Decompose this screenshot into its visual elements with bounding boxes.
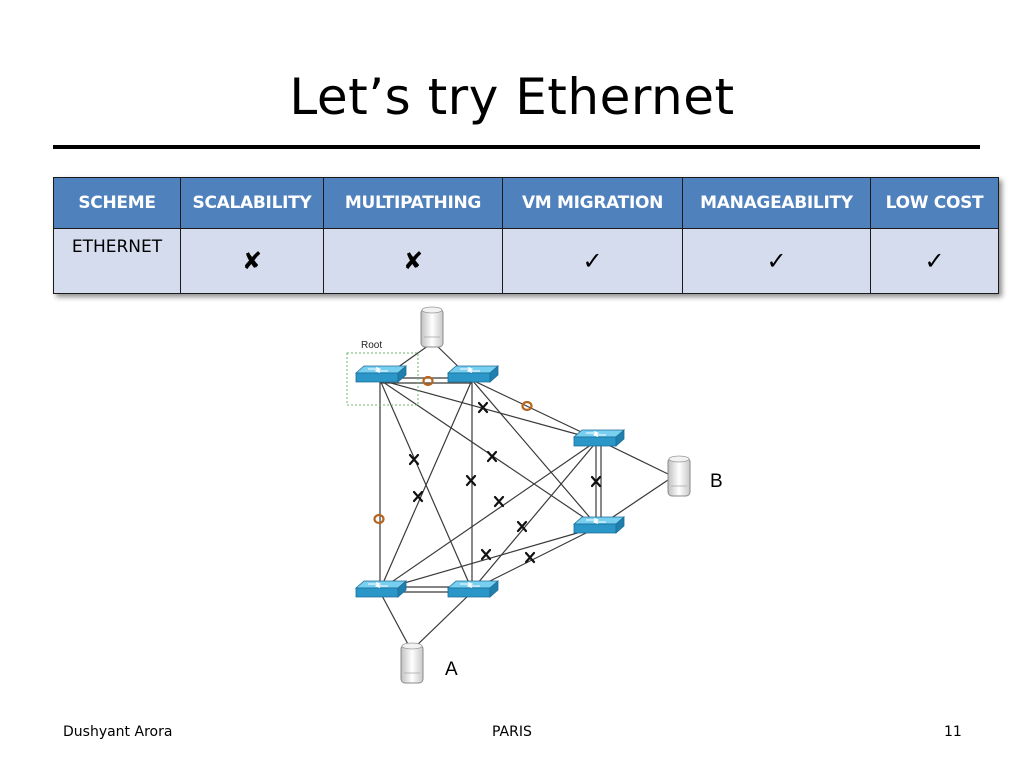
blocked-port-icon	[516, 520, 528, 533]
hosts	[400, 306, 691, 684]
server-icon	[667, 455, 691, 497]
header-low-cost: LOW COST	[870, 177, 999, 229]
switch-icon	[572, 429, 626, 447]
switch-icon	[354, 365, 408, 383]
forwarding-port-icon	[373, 513, 385, 525]
link-s1-s3	[379, 379, 599, 441]
switch-icon	[572, 516, 626, 534]
check-icon: ✓	[582, 246, 603, 275]
switch-icon	[446, 365, 500, 383]
check-icon: ✓	[766, 246, 787, 275]
blocked-port-icon	[477, 401, 489, 414]
link-s3-s6	[471, 439, 599, 591]
server-icon	[420, 306, 444, 348]
comparison-table: SCHEME SCALABILITY MULTIPATHING VM MIGRA…	[53, 177, 999, 294]
title-divider	[53, 145, 980, 149]
blocked-port-icon	[412, 490, 424, 503]
blocked-port-icon	[486, 450, 498, 463]
cell-vm-migration: ✓	[502, 228, 683, 294]
forwarding-port-icon	[422, 375, 434, 387]
table-row: ETHERNET ✘ ✘ ✓ ✓ ✓	[53, 228, 999, 294]
header-scheme: SCHEME	[53, 177, 181, 229]
blocked-port-icon	[493, 495, 505, 508]
link-host-a-s5	[379, 591, 411, 649]
link-host-a-s6	[413, 591, 473, 649]
cell-low-cost: ✓	[870, 228, 999, 294]
check-icon: ✓	[924, 246, 945, 275]
link-s4-s6	[471, 526, 599, 591]
cross-icon: ✘	[241, 246, 263, 275]
cell-multipathing: ✘	[323, 228, 503, 294]
host-a-label: A	[445, 659, 458, 680]
root-marker: Root	[346, 340, 419, 406]
header-manageability: MANAGEABILITY	[682, 177, 871, 229]
table-header-row: SCHEME SCALABILITY MULTIPATHING VM MIGRA…	[53, 177, 999, 229]
slide-title: Let’s try Ethernet	[289, 68, 735, 126]
switch-icon	[446, 580, 500, 598]
footer-author: Dushyant Arora	[63, 724, 173, 740]
header-scalability: SCALABILITY	[180, 177, 324, 229]
forwarding-port-icon	[521, 400, 533, 412]
link-s2-s4	[471, 379, 599, 528]
blocked-port-icon	[465, 474, 477, 487]
forwarding-markers	[373, 375, 533, 525]
switches	[354, 365, 626, 598]
cell-manageability: ✓	[682, 228, 871, 294]
header-vm-migration: VM MIGRATION	[502, 177, 683, 229]
server-icon	[400, 642, 424, 684]
link-s2-s3	[471, 379, 599, 441]
blocked-port-icon	[480, 548, 492, 561]
footer-venue: PARIS	[492, 724, 532, 740]
blocked-port-icon	[524, 551, 536, 564]
link-s2-s5	[379, 379, 473, 591]
row-label-ethernet: ETHERNET	[53, 228, 181, 294]
cell-scalability: ✘	[180, 228, 324, 294]
header-multipathing: MULTIPATHING	[323, 177, 503, 229]
footer-page-number: 11	[944, 724, 962, 740]
host-b-label: B	[710, 471, 723, 492]
blocked-port-markers	[408, 401, 602, 564]
blocked-port-icon	[590, 475, 602, 488]
cross-icon: ✘	[402, 246, 424, 275]
blocked-port-icon	[408, 453, 420, 466]
switch-icon	[354, 580, 408, 598]
root-label: Root	[361, 340, 382, 351]
network-links	[379, 342, 669, 649]
link-s3-s5	[379, 439, 599, 591]
